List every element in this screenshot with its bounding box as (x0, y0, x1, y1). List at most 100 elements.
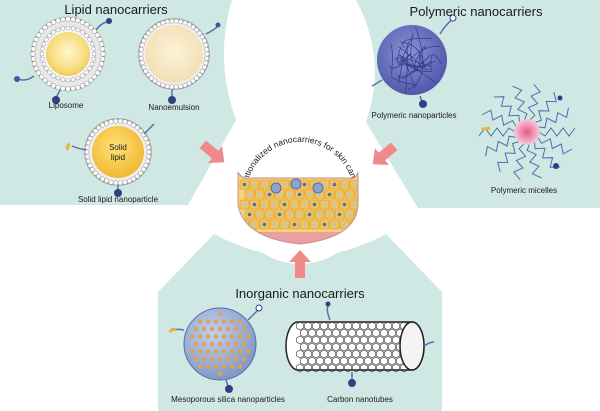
nanotube-hex (356, 356, 364, 366)
micelle-arm (512, 85, 528, 121)
lipid-bead (46, 22, 52, 28)
lipid-bead (55, 85, 61, 91)
solid-lipid-label: Solid lipid nanoparticle (78, 195, 159, 204)
cell-nucleus (307, 212, 312, 217)
lipid-bead (30, 51, 36, 57)
lipid-bead (203, 60, 209, 66)
silica-pore (217, 341, 223, 347)
lipid-bead (39, 74, 45, 80)
lipid-bead (138, 170, 144, 176)
nanotube-hex (388, 356, 396, 366)
nanotube-hex (296, 363, 304, 373)
cell-nucleus (337, 212, 342, 217)
lipid-bead (70, 86, 76, 92)
nanotube-hex (372, 356, 380, 366)
cell-nucleus (352, 182, 357, 187)
cell-nucleus (277, 212, 282, 217)
nanotube-hex (328, 349, 336, 359)
cell-nucleus (247, 212, 252, 217)
cell-nucleus (242, 182, 247, 187)
lipid-bead (173, 18, 179, 24)
cell-nucleus (327, 192, 332, 197)
nanotube-hex (300, 328, 308, 338)
nanotube-hex (384, 335, 392, 345)
nanotube-hex (392, 321, 400, 331)
lipid-bead (143, 68, 149, 74)
lipid-bead (47, 70, 52, 75)
lipid-bead (152, 24, 158, 30)
lipid-bead (117, 180, 123, 186)
lipid-bead (41, 41, 47, 47)
lipid-bead (143, 136, 149, 142)
cell-nucleus (262, 222, 267, 227)
lipid-bead (84, 144, 90, 150)
lipid-bead (146, 154, 152, 160)
micelle-arm (481, 109, 517, 128)
silica-pore (237, 349, 243, 354)
lipid-bead (186, 80, 192, 86)
lipid-bead (152, 78, 158, 84)
nanotube-hex (368, 349, 376, 359)
cell-nucleus (302, 182, 307, 187)
cell-nucleus (287, 192, 292, 197)
lipid-title: Lipid nanocarriers (64, 2, 168, 17)
cell-nucleus (327, 212, 332, 217)
silica-pore (237, 334, 243, 339)
silica-pore (241, 326, 247, 332)
lipid-bead (75, 85, 81, 91)
polymer-strand (398, 46, 422, 66)
lipid-bead (31, 61, 37, 67)
silica-pore (221, 334, 227, 339)
nanotube-hex (320, 349, 328, 359)
silica-pore (205, 319, 211, 324)
cell-nucleus (272, 202, 277, 207)
micelle-arm (527, 83, 542, 121)
lipid-bead (160, 20, 166, 26)
nanotube-hex (368, 321, 376, 331)
silica-pore (229, 349, 235, 354)
lipid-bead (96, 125, 102, 131)
lipid-bead (204, 47, 210, 52)
lipid-bead (44, 66, 49, 71)
lipid-bead (131, 122, 136, 128)
polymeric-nanoparticles-label: Polymeric nanoparticles (372, 111, 457, 120)
lipid-bead (104, 120, 110, 126)
cell-nucleus (252, 222, 257, 227)
lipid-bead (190, 24, 196, 30)
arrow-from-polymeric (372, 142, 398, 165)
nanotube-hex (328, 335, 336, 345)
lipid-bead (85, 140, 91, 146)
nanocarrier-particle (290, 178, 302, 190)
silica-pore (213, 319, 219, 324)
lipid-bead (91, 28, 97, 34)
lipid-bead (194, 27, 199, 33)
silica-pore (209, 356, 215, 362)
silica-pore (205, 364, 211, 369)
silica-pore (229, 364, 235, 369)
nanotube-hex (376, 349, 384, 359)
cell-nucleus (292, 202, 297, 207)
lipid-bead (41, 61, 47, 67)
lipid-bead (178, 19, 184, 25)
cell-nucleus (302, 202, 307, 207)
silica-pore (225, 356, 231, 362)
lipid-bead (145, 30, 151, 36)
lipid-bead (30, 56, 36, 62)
lipid-bead (50, 19, 57, 25)
lipid-bead (65, 86, 71, 92)
lipid-bead (60, 16, 66, 22)
nanotube-hex (356, 342, 364, 352)
polymer-strand (389, 43, 393, 75)
lipid-bead (201, 64, 207, 70)
lipid-bead (89, 167, 95, 172)
nanotube-hex (340, 342, 348, 352)
nanotube-hex (308, 328, 316, 338)
nanoemulsion-illustration (138, 18, 221, 104)
nanotube-hex (308, 356, 316, 366)
nanotube-hex (388, 328, 396, 338)
cell-nucleus (332, 222, 337, 227)
nanotube-hex (344, 363, 352, 373)
mesoporous-silica-label: Mesoporous silica nanoparticles (171, 395, 285, 404)
lipid-bead (99, 61, 105, 67)
lipid-bead (47, 33, 52, 38)
